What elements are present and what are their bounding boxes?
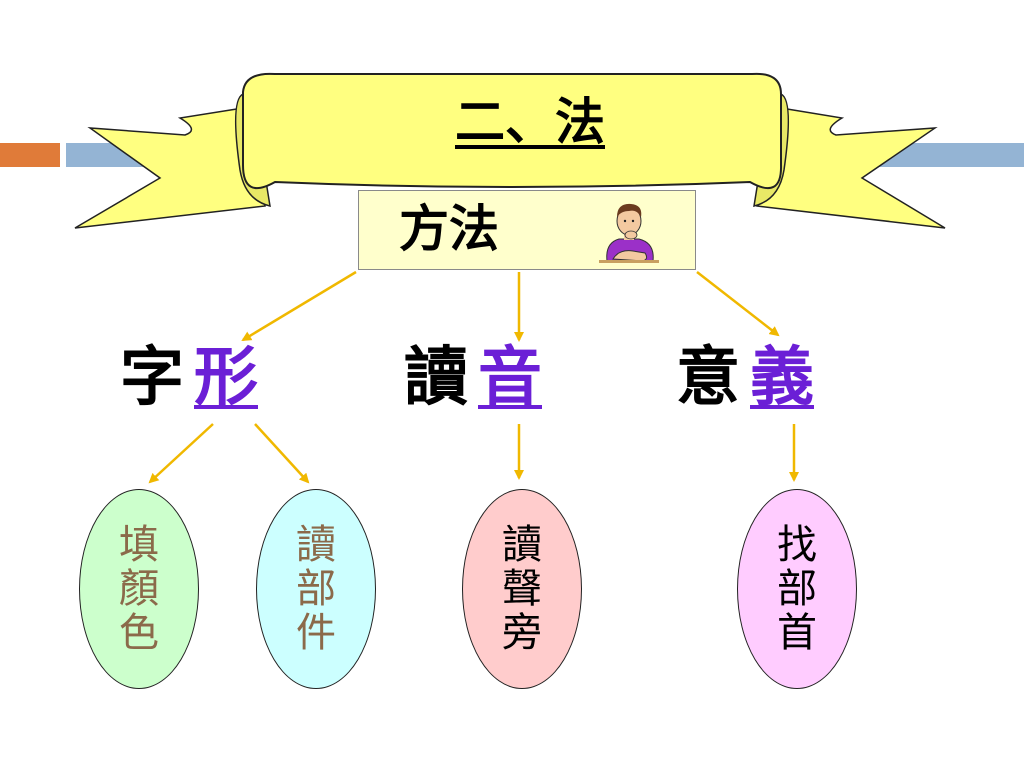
- oval-char: 找: [777, 522, 817, 568]
- oval-read-phonetic: 讀 聲 旁: [462, 489, 582, 689]
- oval-fill-color: 填 顏 色: [79, 489, 199, 689]
- category-sound-prefix: 讀: [404, 341, 468, 415]
- oval-find-radical: 找 部 首: [737, 489, 857, 689]
- oval-char: 部: [296, 566, 336, 612]
- category-meaning-prefix: 意: [676, 341, 740, 415]
- arrow-method-to-form: [241, 270, 357, 342]
- orange-deco-bar: [0, 143, 60, 167]
- category-form-key: 形: [194, 341, 258, 415]
- category-sound-key: 音: [478, 341, 542, 415]
- oval-char: 讀: [502, 522, 542, 568]
- oval-char: 填: [119, 522, 159, 568]
- category-sound: 讀音: [404, 340, 542, 416]
- oval-char: 讀: [296, 522, 336, 568]
- oval-char: 首: [777, 610, 817, 656]
- arrow-form-to-color: [148, 423, 214, 484]
- arrow-form-to-parts: [254, 423, 310, 484]
- ribbon-left-tail: [74, 107, 266, 229]
- arrow-method-to-meaning: [696, 271, 780, 337]
- category-meaning-key: 義: [750, 341, 814, 415]
- method-box: 方法: [358, 190, 696, 270]
- ribbon-banner: [74, 72, 946, 229]
- thinking-person-icon: [599, 203, 659, 263]
- method-label: 方法: [399, 200, 499, 258]
- oval-char: 顏: [119, 566, 159, 612]
- category-form: 字形: [120, 340, 258, 416]
- oval-char: 旁: [502, 610, 542, 656]
- ribbon-face: [242, 72, 783, 190]
- banner-title-text: 二、法: [455, 93, 605, 151]
- oval-char: 色: [119, 610, 159, 656]
- oval-char: 部: [777, 566, 817, 612]
- banner-title: 二、法: [360, 92, 700, 152]
- ribbon-right-tail: [756, 107, 946, 229]
- category-meaning: 意義: [676, 340, 814, 416]
- oval-char: 聲: [502, 566, 542, 612]
- category-form-prefix: 字: [120, 341, 184, 415]
- oval-read-components: 讀 部 件: [256, 489, 376, 689]
- oval-char: 件: [296, 610, 336, 656]
